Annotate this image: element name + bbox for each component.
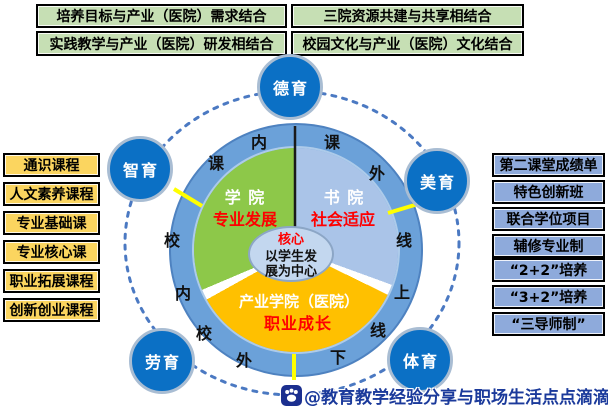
node-intellectual-education: 智育 xyxy=(107,136,173,202)
principle-box-2: 实践教学与产业（医院）研发相结合 xyxy=(36,31,287,56)
hub-line2: 展为中心 xyxy=(264,264,318,280)
course-box-4: 专业核心课 xyxy=(3,240,100,264)
course-box-1: 通识课程 xyxy=(3,153,100,177)
principle-box-1: 培养目标与产业（医院）需求结合 xyxy=(36,4,287,28)
paw-logo-icon xyxy=(281,385,302,406)
ring-char-shang: 上 xyxy=(393,283,411,302)
sector-academy-subtitle: 社会适应 xyxy=(310,210,376,229)
ring-char-ke-top: 课 xyxy=(323,133,341,152)
principle-box-4: 校园文化与产业（医院）文化结合 xyxy=(291,31,524,56)
ring-char-ke-left: 课 xyxy=(207,154,225,173)
program-box-6: “3+2”培养 xyxy=(492,285,605,309)
sector-college-subtitle: 专业发展 xyxy=(212,210,278,229)
program-box-7: “三导师制” xyxy=(492,312,605,336)
program-box-1: 第二课堂成绩单 xyxy=(492,153,605,177)
sector-college-name: 学 院 xyxy=(224,188,266,207)
node-labor-education: 劳育 xyxy=(129,328,195,394)
course-box-2: 人文素养课程 xyxy=(3,182,100,206)
program-box-2: 特色创新班 xyxy=(492,180,605,204)
course-box-6: 创新创业课程 xyxy=(3,298,100,322)
ring-char-xiao-bottom: 校 xyxy=(195,324,213,343)
principle-box-3: 三院资源共建与共享相结合 xyxy=(291,4,524,28)
sector-academy-name: 书 院 xyxy=(323,188,365,207)
node-moral-education: 德育 xyxy=(257,54,323,120)
ring-char-xia: 下 xyxy=(329,348,347,367)
ring-char-wai-right: 外 xyxy=(368,164,386,183)
watermark: @教育教学经验分享与职场生活点点滴滴 xyxy=(281,383,608,408)
sector-industry-subtitle: 职业成长 xyxy=(263,314,333,333)
node-aesthetic-education: 美育 xyxy=(404,148,470,214)
program-box-3: 联合学位项目 xyxy=(492,207,605,231)
course-box-5: 职业拓展课程 xyxy=(3,269,100,293)
ring-char-xian-right: 线 xyxy=(395,231,413,250)
ring-char-nei-left: 内 xyxy=(174,284,192,303)
ring-char-xiao-left: 校 xyxy=(163,231,181,250)
sector-industry-name: 产业学院（医院） xyxy=(238,292,360,311)
ring-char-wai-bottom: 外 xyxy=(235,351,253,370)
ring-char-nei-top: 内 xyxy=(250,133,268,152)
course-box-3: 专业基础课 xyxy=(3,211,100,235)
hub-line1: 以学生发 xyxy=(264,249,318,265)
program-box-5: “2+2”培养 xyxy=(492,258,605,282)
ring-char-xian-bottom: 线 xyxy=(369,321,387,340)
watermark-text: @教育教学经验分享与职场生活点点滴滴 xyxy=(304,388,608,408)
program-box-4: 辅修专业制 xyxy=(492,234,605,258)
hub-label: 核心 xyxy=(277,232,305,248)
